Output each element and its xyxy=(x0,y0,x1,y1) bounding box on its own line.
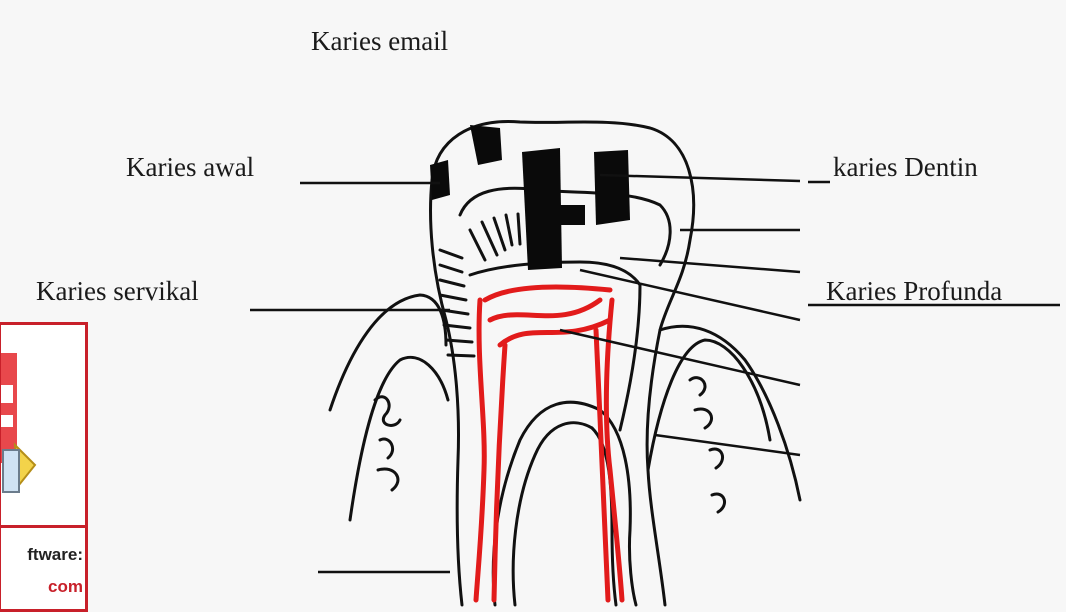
cervical-hatch xyxy=(440,250,474,356)
leader-root xyxy=(655,435,800,455)
overlay-text-line1: ftware: xyxy=(27,545,83,565)
software-overlay-panel: ftware: com xyxy=(0,322,88,612)
root-inner-left-2 xyxy=(513,423,592,605)
overlay-divider xyxy=(1,525,85,528)
label-karies-profunda: Karies Profunda xyxy=(826,278,1002,305)
crown-hatch xyxy=(470,214,520,260)
caries-awal-lesion xyxy=(430,160,450,200)
bone-left xyxy=(350,357,448,520)
caries-enamel-lesion xyxy=(470,125,502,165)
label-karies-dentin: karies Dentin xyxy=(833,154,978,181)
gum-left xyxy=(330,295,446,410)
label-karies-email: Karies email xyxy=(311,28,448,55)
label-karies-servikal: Karies servikal xyxy=(36,278,199,305)
leader-dentin-3 xyxy=(620,258,800,272)
enamel-inner-line xyxy=(460,188,670,265)
caries-dentin-lesion-b xyxy=(594,150,630,225)
overlay-text-line2: com xyxy=(48,577,83,597)
root-inner-left xyxy=(493,402,600,605)
tooth-outline xyxy=(432,122,694,605)
label-karies-awal: Karies awal xyxy=(126,154,254,181)
caries-small xyxy=(560,205,585,225)
pulp-canal-left xyxy=(494,345,505,600)
leader-dentin xyxy=(600,175,800,181)
caries-dentin-lesion-a xyxy=(522,148,562,270)
app-icon xyxy=(1,325,85,515)
squiggle-left xyxy=(375,397,400,490)
